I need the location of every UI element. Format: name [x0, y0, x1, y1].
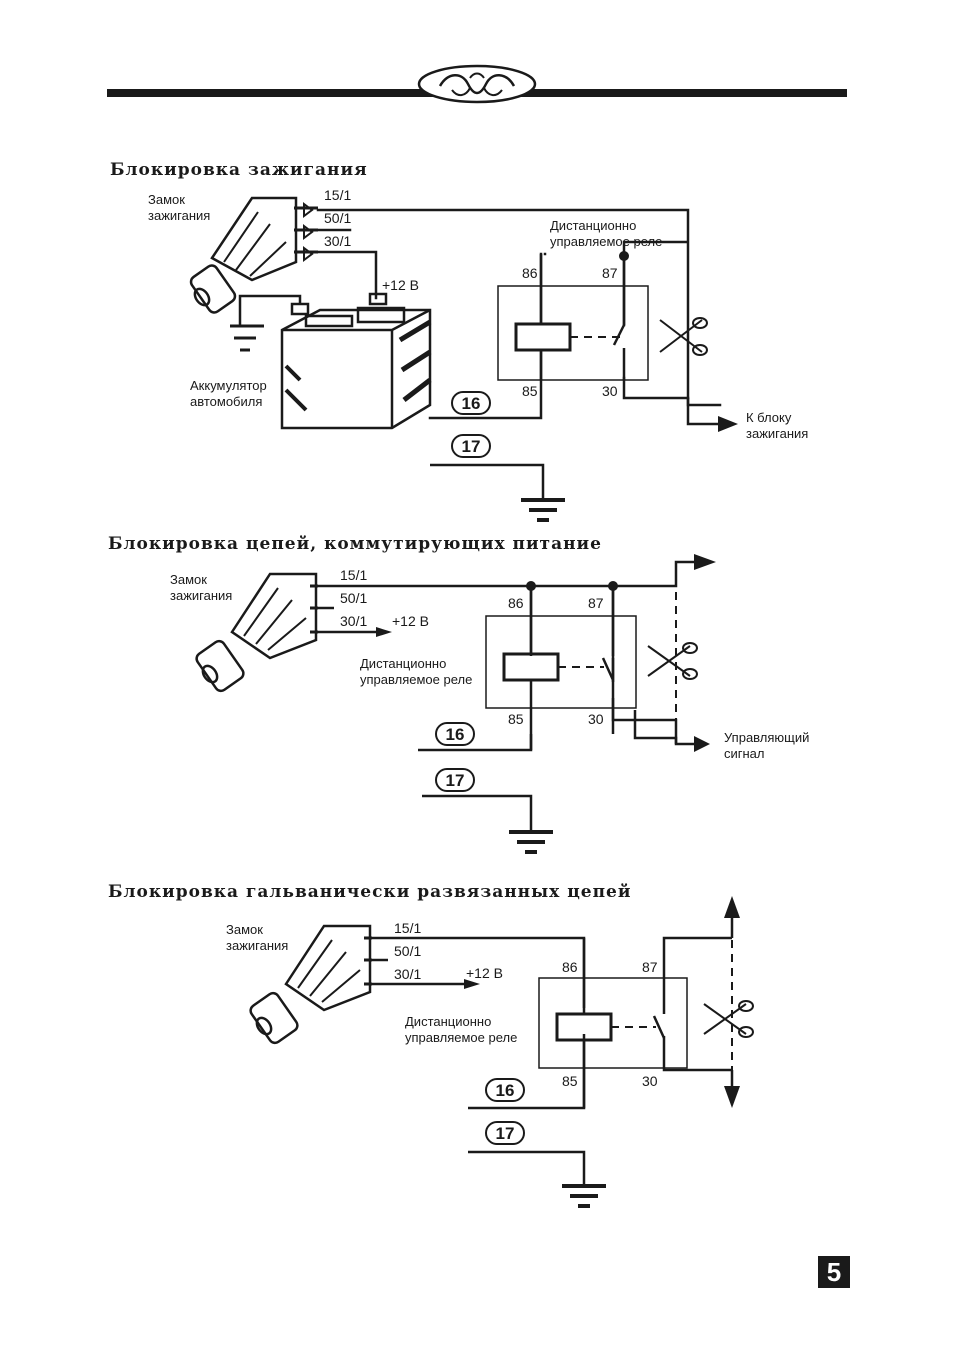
pin-85: 85	[562, 1073, 578, 1089]
output-label-line1: Управляющий	[724, 730, 809, 745]
scissors-icon	[659, 317, 708, 356]
pin-30: 30	[588, 711, 604, 727]
section-title: Блокировка цепей, коммутирующих питание	[108, 534, 602, 554]
ground-icon	[509, 830, 553, 854]
relay-label-line2: управляемое реле	[405, 1030, 517, 1045]
lock-label-line1: Замок	[226, 922, 263, 937]
pin-87: 87	[588, 595, 604, 611]
pin-85: 85	[522, 383, 538, 399]
terminal-50-1: 50/1	[394, 943, 421, 959]
pin-85: 85	[508, 711, 524, 727]
plus-12v-label: +12 В	[392, 613, 429, 629]
diagram-power-circuits: 16 17 Замок зажигания 15/1 50/1 30/1 +12…	[170, 554, 809, 854]
ignition-lock-icon	[195, 572, 318, 693]
scissors-icon	[647, 642, 698, 680]
terminal-15-1: 15/1	[340, 567, 367, 583]
relay-icon	[538, 977, 688, 1069]
pin-86: 86	[508, 595, 524, 611]
wire-number-16: 16	[446, 725, 465, 744]
wire-number-17: 17	[446, 771, 465, 790]
relay-label-line1: Дистанционно	[550, 218, 636, 233]
terminal-30-1: 30/1	[324, 233, 351, 249]
terminal-30-1: 30/1	[340, 613, 367, 629]
plus-12v-label: +12 В	[382, 277, 419, 293]
terminal-15-1: 15/1	[394, 920, 421, 936]
page-header	[107, 64, 847, 104]
terminal-50-1: 50/1	[324, 210, 351, 226]
ornament-icon	[417, 64, 537, 104]
wire-number-16: 16	[496, 1081, 515, 1100]
relay-label-line1: Дистанционно	[360, 656, 446, 671]
relay-icon	[497, 285, 649, 381]
pin-30: 30	[602, 383, 618, 399]
lock-label-line2: зажигания	[226, 938, 288, 953]
lock-label-line2: зажигания	[170, 588, 232, 603]
terminal-15-1: 15/1	[324, 187, 351, 203]
section-title: Блокировка гальванически развязанных цеп…	[108, 882, 632, 902]
relay-label-line2: управляемое реле	[550, 234, 662, 249]
wire-number-17: 17	[462, 437, 481, 456]
relay-label-line2: управляемое реле	[360, 672, 472, 687]
relay-icon	[485, 615, 637, 709]
output-label-line2: зажигания	[746, 426, 808, 441]
pin-30: 30	[642, 1073, 658, 1089]
diagram-ignition-block: 16 17 Замок зажигания 15/1 50/1 30/1 +12…	[148, 187, 808, 522]
output-label-line1: К блоку	[746, 410, 792, 425]
pin-87: 87	[602, 265, 618, 281]
page-number: 5	[818, 1256, 850, 1288]
terminal-50-1: 50/1	[340, 590, 367, 606]
plus-12v-label: +12 В	[466, 965, 503, 981]
terminal-30-1: 30/1	[394, 966, 421, 982]
wire-number-16: 16	[462, 394, 481, 413]
wire-number-17: 17	[496, 1124, 515, 1143]
lock-label-line1: Замок	[170, 572, 207, 587]
ground-icon	[562, 1184, 606, 1208]
diagram-isolated-circuits: 16 17 Замок зажигания 15/1 50/1 30/1 +12…	[226, 896, 754, 1208]
pin-87: 87	[642, 959, 658, 975]
section-title: Блокировка зажигания	[110, 160, 368, 180]
ignition-lock-icon	[249, 924, 372, 1045]
pin-86: 86	[522, 265, 538, 281]
battery-label-line1: Аккумулятор	[190, 378, 267, 393]
ignition-lock-icon	[189, 196, 318, 314]
ground-icon	[521, 498, 565, 522]
relay-label-line1: Дистанционно	[405, 1014, 491, 1029]
battery-label-line2: автомобиля	[190, 394, 262, 409]
output-label-line2: сигнал	[724, 746, 765, 761]
lock-label-line2: зажигания	[148, 208, 210, 223]
battery-icon	[280, 292, 432, 430]
lock-label-line1: Замок	[148, 192, 185, 207]
scissors-icon	[703, 1000, 754, 1038]
pin-86: 86	[562, 959, 578, 975]
